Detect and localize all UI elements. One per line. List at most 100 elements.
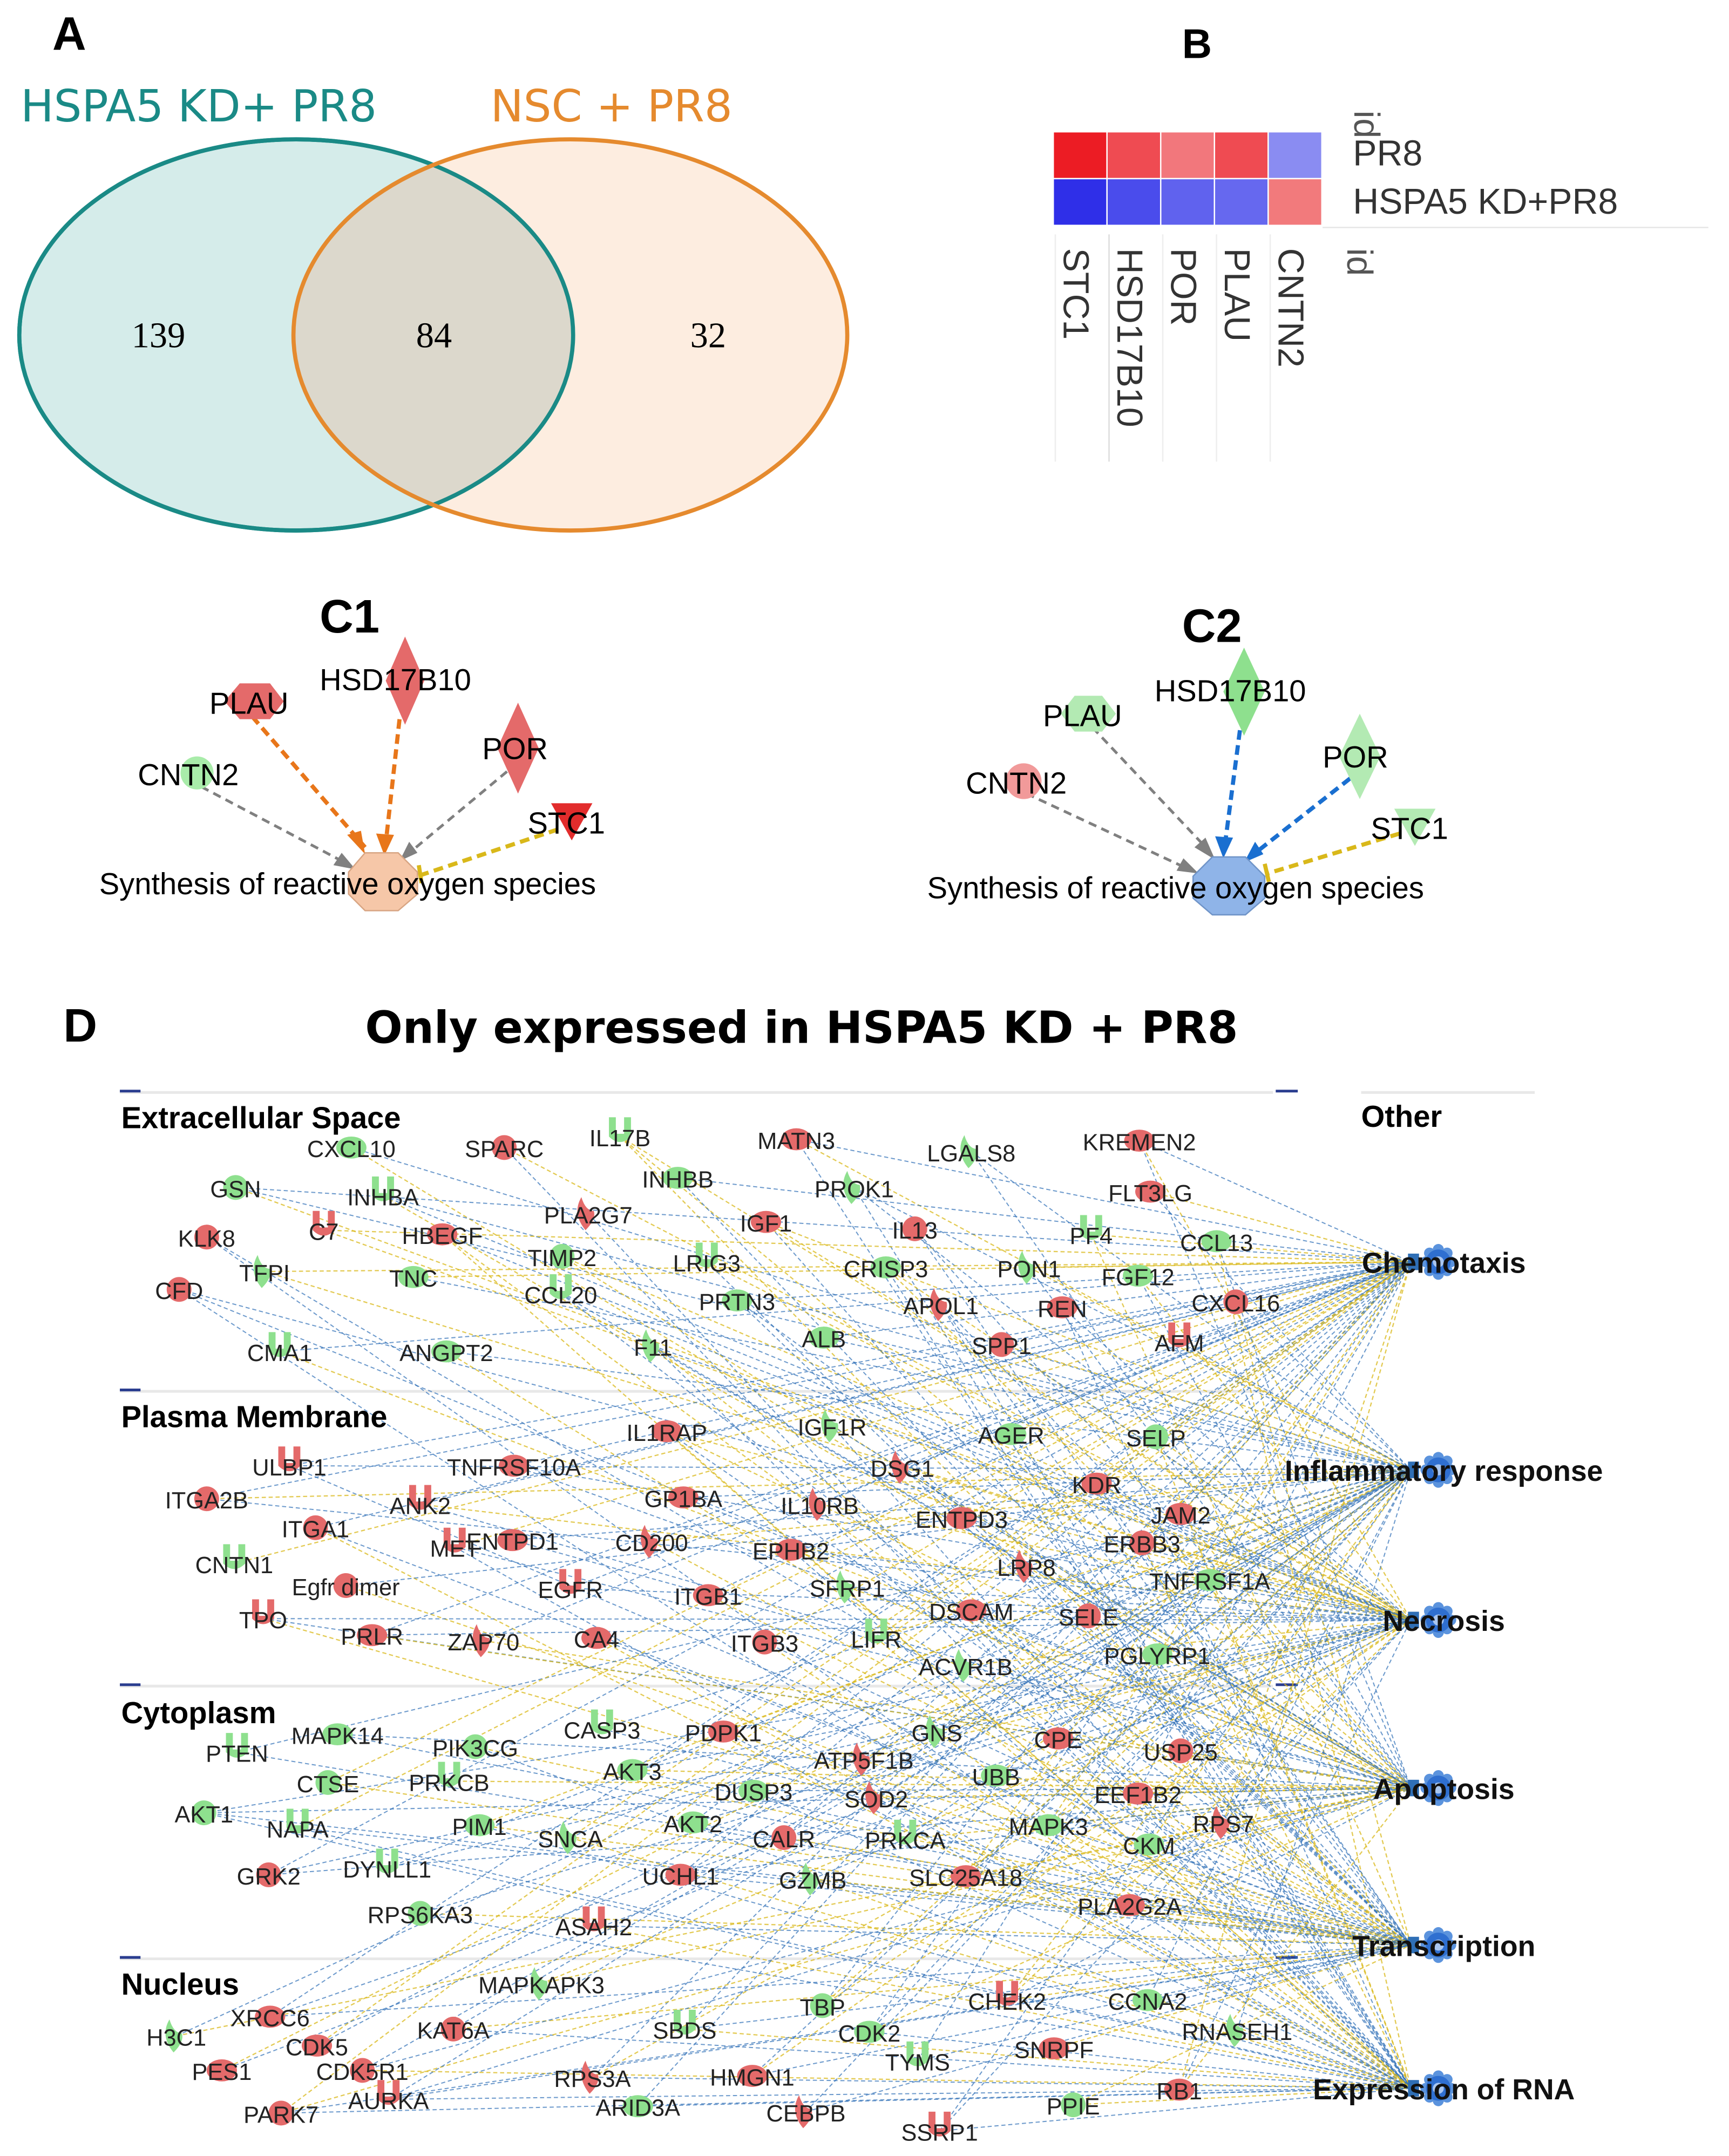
- gene-node-il1rap[interactable]: [652, 1420, 682, 1443]
- gene-node-ppie[interactable]: [1061, 2092, 1086, 2118]
- gene-node-sfrp1[interactable]: [836, 1570, 853, 1604]
- gene-node-acvr1b[interactable]: [954, 1649, 972, 1682]
- gene-node-lifr[interactable]: [865, 1618, 887, 1644]
- gene-node-spp1[interactable]: [989, 1332, 1014, 1357]
- gene-node-usp25[interactable]: [1168, 1738, 1194, 1764]
- gene-node-tbp[interactable]: [810, 1993, 835, 2018]
- gene-node-pes1[interactable]: [206, 2059, 237, 2082]
- gene-node-pon1[interactable]: [1018, 1250, 1035, 1284]
- gene-node-cebpb[interactable]: [795, 2095, 812, 2128]
- gene-node-gp1ba[interactable]: [668, 1486, 699, 1509]
- function-node-apoptosis[interactable]: [1408, 1770, 1456, 1806]
- gene-node-cxcl10[interactable]: [336, 1136, 367, 1159]
- gene-node-tyms[interactable]: [906, 2041, 929, 2066]
- gene-node-rps6ka3[interactable]: [408, 1901, 433, 1926]
- gene-node-gns[interactable]: [926, 1715, 943, 1749]
- gene-node-pik3cg[interactable]: [463, 1734, 488, 1759]
- gene-node-cxcl16[interactable]: [1223, 1289, 1249, 1315]
- gene-node-jam2[interactable]: [1165, 1502, 1196, 1525]
- gene-node-inhbb[interactable]: [662, 1167, 693, 1189]
- gene-node-erbb3[interactable]: [1129, 1530, 1155, 1555]
- gene-node-cdk2[interactable]: [854, 2021, 885, 2043]
- gene-node-sele[interactable]: [1076, 1603, 1101, 1629]
- gene-node-ephb2[interactable]: [775, 1539, 806, 1561]
- gene-node-snrpf[interactable]: [1039, 2037, 1069, 2059]
- gene-node-eef1b2[interactable]: [1123, 1782, 1154, 1805]
- gene-node-grk2[interactable]: [256, 1862, 281, 1887]
- gene-node-akt2[interactable]: [677, 1811, 708, 1834]
- gene-node-atp5f1b[interactable]: [853, 1742, 870, 1776]
- gene-node-ccl13[interactable]: [1201, 1230, 1232, 1253]
- gene-node-ctse[interactable]: [315, 1770, 341, 1795]
- gene-node-pf4[interactable]: [1080, 1215, 1102, 1240]
- gene-node-il17b[interactable]: [609, 1117, 631, 1142]
- gene-node-rnaseh1[interactable]: [1226, 2014, 1244, 2047]
- gene-node-ccl20[interactable]: [550, 1274, 572, 1300]
- gene-node-flt3lg[interactable]: [1135, 1180, 1166, 1203]
- gene-node-pla2g2a[interactable]: [1114, 1894, 1145, 1916]
- gene-node-matn3[interactable]: [781, 1128, 812, 1151]
- gene-node-cfd[interactable]: [166, 1277, 192, 1302]
- gene-node-dusp3[interactable]: [738, 1779, 769, 1802]
- gene-node-cdk5[interactable]: [301, 2034, 333, 2057]
- gene-node-c7[interactable]: [313, 1210, 335, 1236]
- gene-node-calr[interactable]: [771, 1825, 797, 1851]
- gene-node-afm[interactable]: [1168, 1322, 1191, 1348]
- gene-node-kdr[interactable]: [1081, 1472, 1112, 1495]
- gene-node-dsg1[interactable]: [891, 1450, 908, 1484]
- gene-node-dynll1[interactable]: [376, 1848, 398, 1874]
- gene-node-slc25a18[interactable]: [951, 1865, 981, 1887]
- gene-node-igf1r[interactable]: [821, 1409, 838, 1443]
- gene-node-entpd1[interactable]: [497, 1529, 528, 1552]
- gene-node-egfr-dimer[interactable]: [333, 1573, 358, 1598]
- gene-node-asah2[interactable]: [582, 1906, 605, 1931]
- gene-node-sbds[interactable]: [674, 2010, 696, 2035]
- gene-node-rb1[interactable]: [1164, 2078, 1195, 2101]
- gene-node-pglyrp1[interactable]: [1142, 1643, 1172, 1666]
- gene-node-mapkapk3[interactable]: [530, 1967, 548, 2001]
- function-node-necrosis[interactable]: [1408, 1602, 1456, 1638]
- gene-node-tnc[interactable]: [398, 1266, 429, 1288]
- gene-node-itga2b[interactable]: [194, 1486, 219, 1512]
- gene-node-f11[interactable]: [642, 1329, 659, 1363]
- gene-node-timp2[interactable]: [550, 1244, 575, 1269]
- gene-node-mapk3[interactable]: [1033, 1814, 1064, 1837]
- gene-node-tnfrsf1a[interactable]: [1194, 1569, 1225, 1592]
- gene-node-pten[interactable]: [226, 1733, 248, 1758]
- gene-node-ubb[interactable]: [981, 1764, 1012, 1787]
- gene-node-rps7[interactable]: [1212, 1806, 1230, 1839]
- gene-node-ca4[interactable]: [581, 1627, 612, 1649]
- gene-node-snca[interactable]: [559, 1821, 577, 1854]
- gene-node-il13[interactable]: [902, 1216, 927, 1241]
- gene-node-pim1[interactable]: [464, 1814, 495, 1837]
- gene-node-ank2[interactable]: [409, 1485, 431, 1510]
- gene-node-il10rb[interactable]: [809, 1487, 826, 1521]
- gene-node-ssrp1[interactable]: [928, 2111, 951, 2137]
- gene-node-prkcb[interactable]: [438, 1761, 460, 1787]
- gene-node-itga1[interactable]: [303, 1515, 328, 1540]
- function-node-transcription[interactable]: [1408, 1927, 1456, 1963]
- gene-node-angpt2[interactable]: [431, 1340, 462, 1363]
- gene-node-tfpi[interactable]: [253, 1255, 271, 1288]
- gene-node-dscam[interactable]: [956, 1599, 987, 1622]
- gene-node-met[interactable]: [443, 1527, 466, 1553]
- gene-node-prok1[interactable]: [843, 1171, 860, 1205]
- gene-node-kat6a[interactable]: [440, 2016, 466, 2042]
- gene-node-chek2[interactable]: [996, 1981, 1019, 2006]
- gene-node-pla2g7[interactable]: [577, 1197, 595, 1230]
- gene-node-park7[interactable]: [268, 2100, 294, 2126]
- gene-node-cntn1[interactable]: [223, 1544, 246, 1569]
- gene-node-sparc[interactable]: [492, 1135, 517, 1160]
- gene-node-apol1[interactable]: [930, 1288, 947, 1321]
- gene-node-igf1[interactable]: [750, 1210, 782, 1233]
- gene-node-cd200[interactable]: [641, 1525, 658, 1558]
- gene-node-tpo[interactable]: [252, 1599, 274, 1624]
- gene-node-ccna2[interactable]: [1132, 1989, 1163, 2011]
- function-node-chemotaxis[interactable]: [1408, 1244, 1456, 1280]
- gene-node-h3c1[interactable]: [165, 2019, 182, 2053]
- gene-node-uchl1[interactable]: [665, 1863, 696, 1886]
- gene-node-prtn3[interactable]: [722, 1289, 752, 1312]
- gene-node-akt3[interactable]: [617, 1759, 648, 1781]
- gene-node-cdk5r1[interactable]: [350, 2058, 375, 2083]
- gene-node-cma1[interactable]: [268, 1332, 291, 1357]
